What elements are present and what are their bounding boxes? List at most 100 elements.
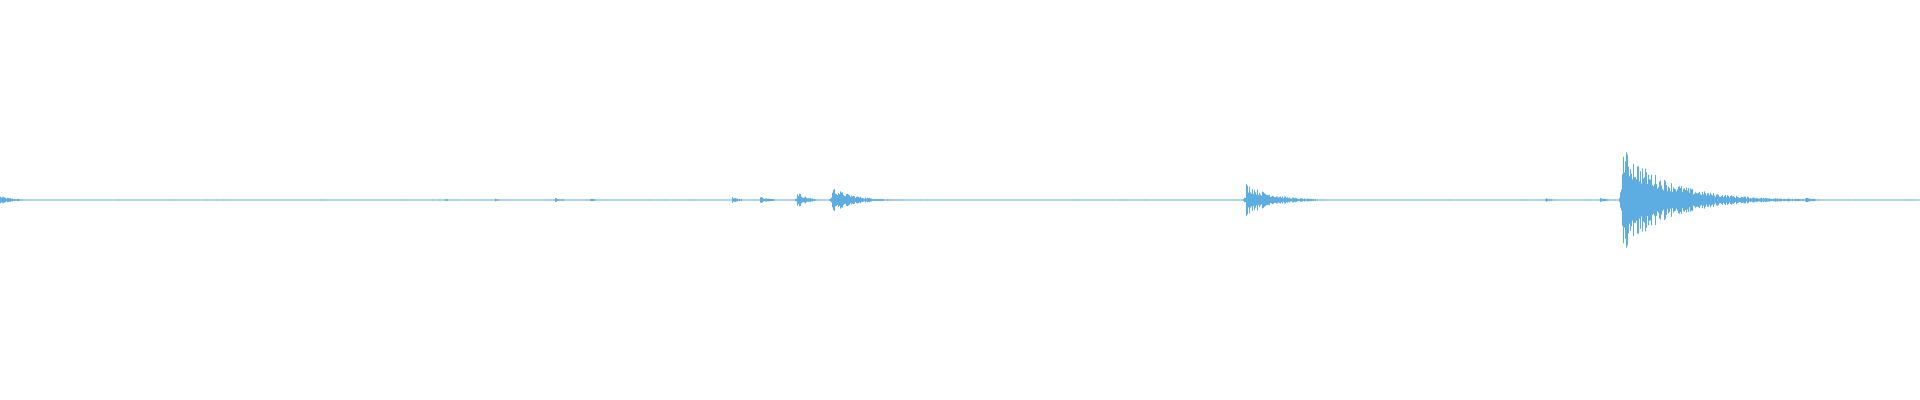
- waveform-sample: [1425, 199, 1426, 201]
- waveform-sample: [1529, 199, 1530, 201]
- waveform-sample: [1050, 199, 1051, 201]
- waveform-sample: [1251, 193, 1252, 207]
- waveform-sample: [1269, 194, 1270, 206]
- waveform-sample: [1604, 198, 1605, 202]
- waveform-sample: [1047, 199, 1048, 201]
- waveform-sample: [353, 199, 354, 201]
- waveform-sample: [853, 195, 854, 205]
- waveform-sample: [1079, 199, 1080, 201]
- waveform-sample: [845, 196, 846, 204]
- waveform-sample: [605, 199, 606, 201]
- waveform-sample: [881, 199, 882, 201]
- waveform-sample: [1282, 196, 1283, 204]
- waveform-sample: [81, 199, 82, 201]
- waveform-sample: [729, 199, 730, 201]
- waveform-sample: [599, 199, 600, 201]
- waveform-sample: [34, 199, 35, 201]
- waveform-sample: [1188, 199, 1189, 201]
- waveform-sample: [1800, 199, 1801, 201]
- waveform-sample: [275, 199, 276, 201]
- waveform-sample: [755, 199, 756, 201]
- waveform-sample: [380, 199, 381, 201]
- waveform-sample: [358, 199, 359, 201]
- waveform-sample: [1494, 199, 1495, 201]
- waveform-sample: [1634, 177, 1635, 223]
- waveform-sample: [802, 197, 803, 203]
- waveform-sample: [1003, 199, 1004, 201]
- waveform-sample: [1074, 199, 1075, 201]
- waveform-sample: [1765, 198, 1766, 202]
- waveform-sample: [1173, 199, 1174, 201]
- waveform-sample: [1537, 199, 1538, 201]
- waveform-sample: [637, 199, 638, 201]
- waveform-sample: [665, 199, 666, 201]
- waveform-sample: [685, 199, 686, 201]
- waveform-sample: [1813, 198, 1814, 202]
- waveform-sample: [129, 199, 130, 201]
- waveform-sample: [717, 199, 718, 201]
- waveform-sample: [175, 199, 176, 201]
- waveform-sample: [1263, 192, 1264, 208]
- waveform-sample: [1261, 195, 1262, 205]
- waveform-sample: [398, 199, 399, 201]
- waveform-sample: [1130, 199, 1131, 201]
- waveform-sample: [1005, 199, 1006, 201]
- waveform-sample: [1342, 199, 1343, 201]
- waveform-sample: [1348, 199, 1349, 201]
- waveform-sample: [1138, 199, 1139, 201]
- waveform-sample: [695, 199, 696, 201]
- waveform-sample: [1142, 199, 1143, 201]
- waveform-sample: [280, 199, 281, 201]
- waveform-sample: [1668, 186, 1669, 214]
- waveform-sample: [1677, 189, 1678, 211]
- waveform-sample: [23, 199, 24, 201]
- waveform-sample: [1744, 196, 1745, 204]
- waveform-sample: [1516, 199, 1517, 201]
- waveform-sample: [1462, 199, 1463, 201]
- waveform-sample: [733, 198, 734, 202]
- waveform-sample: [1094, 199, 1095, 201]
- waveform-sample: [454, 199, 455, 201]
- waveform-sample: [916, 199, 917, 201]
- waveform-sample: [948, 199, 949, 201]
- waveform-sample: [1911, 199, 1912, 201]
- waveform-sample: [1103, 199, 1104, 201]
- waveform-sample: [716, 199, 717, 201]
- waveform-sample: [1455, 199, 1456, 201]
- waveform-sample: [1232, 199, 1233, 201]
- waveform-sample: [62, 199, 63, 201]
- waveform-sample: [1099, 199, 1100, 201]
- waveform-sample: [1889, 199, 1890, 201]
- waveform-sample: [212, 199, 213, 201]
- waveform-sample: [1214, 199, 1215, 201]
- waveform-sample: [531, 199, 532, 201]
- waveform-sample: [1190, 199, 1191, 201]
- waveform-sample: [1161, 199, 1162, 201]
- waveform-sample: [1242, 199, 1243, 201]
- waveform-sample: [366, 199, 367, 201]
- waveform-sample: [1868, 199, 1869, 201]
- waveform-sample: [511, 199, 512, 201]
- waveform-sample: [459, 199, 460, 201]
- waveform-sample: [1414, 199, 1415, 201]
- waveform-sample: [491, 199, 492, 201]
- waveform-sample: [1659, 181, 1660, 219]
- waveform-sample: [138, 199, 139, 201]
- waveform-sample: [727, 199, 728, 201]
- waveform-sample: [1658, 187, 1659, 213]
- waveform-sample: [1315, 199, 1316, 201]
- waveform-sample: [259, 199, 260, 201]
- waveform-sample: [1134, 199, 1135, 201]
- waveform-sample: [719, 199, 720, 201]
- waveform-sample: [1750, 197, 1751, 203]
- waveform-sample: [1060, 199, 1061, 201]
- waveform-sample: [453, 199, 454, 201]
- waveform-sample: [953, 199, 954, 201]
- waveform-sample: [1831, 199, 1832, 201]
- waveform-sample: [789, 199, 790, 201]
- waveform-sample: [118, 199, 119, 201]
- waveform-sample: [337, 199, 338, 201]
- waveform-sample: [1704, 191, 1705, 209]
